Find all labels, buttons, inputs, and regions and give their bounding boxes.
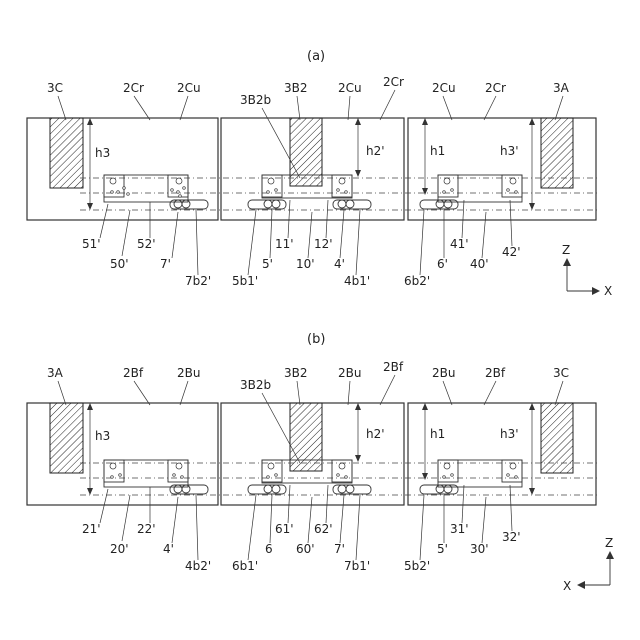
panel-a-label-40: 40' xyxy=(470,257,489,271)
panel-a-axis-z: Z xyxy=(562,243,570,257)
panel-b-label-7: 7' xyxy=(334,542,345,556)
panel-a-label-12: 12' xyxy=(314,237,333,251)
panel-a-h1: h1 xyxy=(430,144,445,158)
panel-a-label-5: 5' xyxy=(262,257,273,271)
panel-a-label-50: 50' xyxy=(110,257,129,271)
panel-b-label-60: 60' xyxy=(296,542,315,556)
panel-b-label-3A: 3A xyxy=(47,366,64,380)
panel-a-label-3C: 3C xyxy=(47,81,63,95)
panel-a-label-52: 52' xyxy=(137,237,156,251)
panel-b-label-2Bu-mid: 2Bu xyxy=(338,366,361,380)
panel-b-h3p: h3' xyxy=(500,427,519,441)
panel-a-label-2Cu: 2Cu xyxy=(177,81,201,95)
panel-a-label-42: 42' xyxy=(502,245,521,259)
panel-a-label-5b1: 5b1' xyxy=(232,274,258,288)
panel-b-label-7b1: 7b1' xyxy=(344,559,370,573)
panel-a-axes: Z X xyxy=(562,243,612,298)
panel-b-axis-z: Z xyxy=(605,536,613,550)
panel-a-label-4b1: 4b1' xyxy=(344,274,370,288)
panel-b-label-61: 61' xyxy=(275,522,294,536)
panel-b-block-3A xyxy=(50,403,83,473)
panel-b-label-5b2: 5b2' xyxy=(404,559,430,573)
panel-a-label-2Cr-mid: 2Cr xyxy=(383,75,404,89)
panel-a-h3p: h3' xyxy=(500,144,519,158)
panel-a-label-2Cu-mid: 2Cu xyxy=(338,81,362,95)
panel-b-plate-30 xyxy=(438,460,522,487)
panel-a-block-3A xyxy=(541,118,573,188)
panel-b-label-2Bu-right: 2Bu xyxy=(432,366,455,380)
panel-b-label-62: 62' xyxy=(314,522,333,536)
panel-b-h2: h2' xyxy=(366,427,385,441)
panel-a-label-2Cr-right: 2Cr xyxy=(485,81,506,95)
panel-a-axis-x: X xyxy=(604,284,612,298)
panel-a-h2: h2' xyxy=(366,144,385,158)
panel-b-label-22: 22' xyxy=(137,522,156,536)
panel-a-plate-40 xyxy=(438,175,522,202)
panel-b-label-30: 30' xyxy=(470,542,489,556)
panel-b-label-6b1: 6b1' xyxy=(232,559,258,573)
panel-b-axis-x: X xyxy=(563,579,571,593)
panel-b-label-2Bf: 2Bf xyxy=(123,366,144,380)
panel-a-block-3C xyxy=(50,118,83,188)
panel-a: (a) xyxy=(27,49,612,298)
panel-b-label-4: 4' xyxy=(163,542,174,556)
panel-b-h1: h1 xyxy=(430,427,445,441)
panel-a-label-3A: 3A xyxy=(553,81,570,95)
panel-a-label-2Cu-right: 2Cu xyxy=(432,81,456,95)
panel-b-mechanism-right xyxy=(420,460,522,494)
panel-a-label-7: 7' xyxy=(160,257,171,271)
panel-a-label-3B2: 3B2 xyxy=(284,81,308,95)
panel-a-label-3B2b: 3B2b xyxy=(240,93,271,107)
panel-b-label-4b2: 4b2' xyxy=(185,559,211,573)
panel-a-mechanism-right xyxy=(420,175,522,209)
panel-b-h3: h3 xyxy=(95,429,110,443)
panel-b-label-2Bf-mid: 2Bf xyxy=(383,360,404,374)
panel-a-title: (a) xyxy=(307,49,325,64)
panel-b-plate-22 xyxy=(104,460,188,487)
panel-b-axes: Z X xyxy=(563,536,614,593)
panel-a-label-7b2: 7b2' xyxy=(185,274,211,288)
panel-b-label-32: 32' xyxy=(502,530,521,544)
panel-b-label-21: 21' xyxy=(82,522,101,536)
panel-b-label-2Bf-right: 2Bf xyxy=(485,366,506,380)
panel-b-label-31: 31' xyxy=(450,522,469,536)
panel-b-label-3C: 3C xyxy=(553,366,569,380)
panel-b-label-6: 6 xyxy=(265,542,273,556)
panel-a-label-10: 10' xyxy=(296,257,315,271)
panel-a-plate-52 xyxy=(104,175,188,202)
panel-b-label-2Bu: 2Bu xyxy=(177,366,200,380)
panel-b-mechanism-left xyxy=(104,460,208,494)
panel-a-block-3B2 xyxy=(290,118,322,186)
panel-b-label-3B2: 3B2 xyxy=(284,366,308,380)
panel-a-label-51: 51' xyxy=(82,237,101,251)
panel-a-mechanism-left xyxy=(104,175,208,209)
panel-b-block-3C xyxy=(541,403,573,473)
panel-b-title: (b) xyxy=(307,332,325,347)
panel-a-label-4: 4' xyxy=(334,257,345,271)
panel-b-label-3B2b: 3B2b xyxy=(240,378,271,392)
panel-a-h3: h3 xyxy=(95,146,110,160)
panel-a-label-6: 6' xyxy=(437,257,448,271)
panel-a-label-11: 11' xyxy=(275,237,294,251)
panel-b-label-5: 5' xyxy=(437,542,448,556)
panel-a-label-2Cr: 2Cr xyxy=(123,81,144,95)
panel-b-label-20: 20' xyxy=(110,542,129,556)
panel-a-label-41: 41' xyxy=(450,237,469,251)
panel-b: (b) xyxy=(27,332,614,593)
panel-b-block-3B2 xyxy=(290,403,322,471)
panel-a-label-6b2: 6b2' xyxy=(404,274,430,288)
